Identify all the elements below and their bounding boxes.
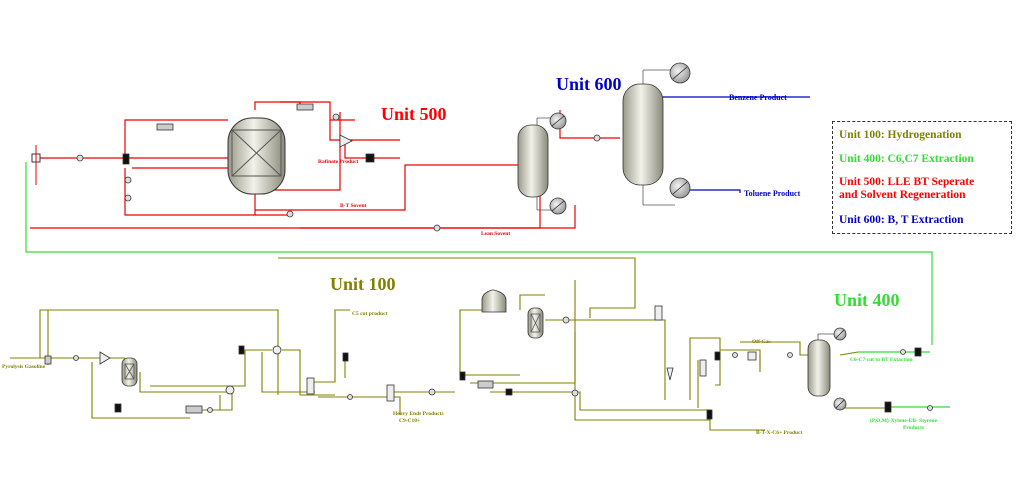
feed-mixer [31, 145, 41, 185]
legend-unit-400: Unit 400: C6,C7 Extraction [839, 153, 974, 165]
legend-unit-600: Unit 600: B, T Extraction [839, 214, 964, 226]
heavy-ends-label: Heavy Ends Products [393, 411, 444, 417]
xylene-products-sub-label: Products [903, 425, 924, 431]
benzene-product-label: Benzene Product [729, 93, 787, 102]
lean-solvent-label: Lean Sovent [481, 231, 510, 237]
extraction-vessel [227, 117, 286, 195]
unit-500-small-equipment [76, 103, 441, 232]
xylene-products-label: (P,O,M)-Xylene-EB- Styrene [870, 417, 938, 424]
unit-600-lines [660, 96, 810, 193]
c6c7-cut-label: C6-C7 cut to BT Extaction [850, 357, 913, 363]
unit-500-title: Unit 500 [381, 104, 447, 124]
unit-600-title: Unit 600 [556, 74, 622, 94]
toluene-product-label: Toluene Product [744, 189, 801, 198]
legend-unit-500: Unit 500: LLE BT Seperate and Solvent Re… [839, 176, 975, 201]
pyrolysis-gasoline-label: Pyrolysis Gasoline [2, 364, 46, 370]
unit-400-equipment [699, 327, 933, 413]
legend-unit-100: Unit 100: Hydrogenation [839, 129, 962, 141]
off-gas-label: Off Gas [752, 339, 771, 345]
raffinate-label: Rafinate Product [318, 159, 359, 165]
unit-100-title: Unit 100 [330, 274, 396, 294]
btx-c6-product-label: B-T-X-C6+ Product [756, 430, 803, 436]
c5-cut-label: C5 cut product [352, 311, 388, 317]
heavy-ends-sub-label: C9-C10+ [399, 418, 420, 424]
units-legend: Unit 100: Hydrogenation Unit 400: C6,C7 … [832, 121, 1012, 234]
unit-400-title: Unit 400 [834, 290, 900, 310]
unit-100-equipment [44, 289, 713, 420]
bt-solvent-label: B-T Sovent [340, 203, 367, 209]
unit-600-equipment [517, 62, 691, 215]
